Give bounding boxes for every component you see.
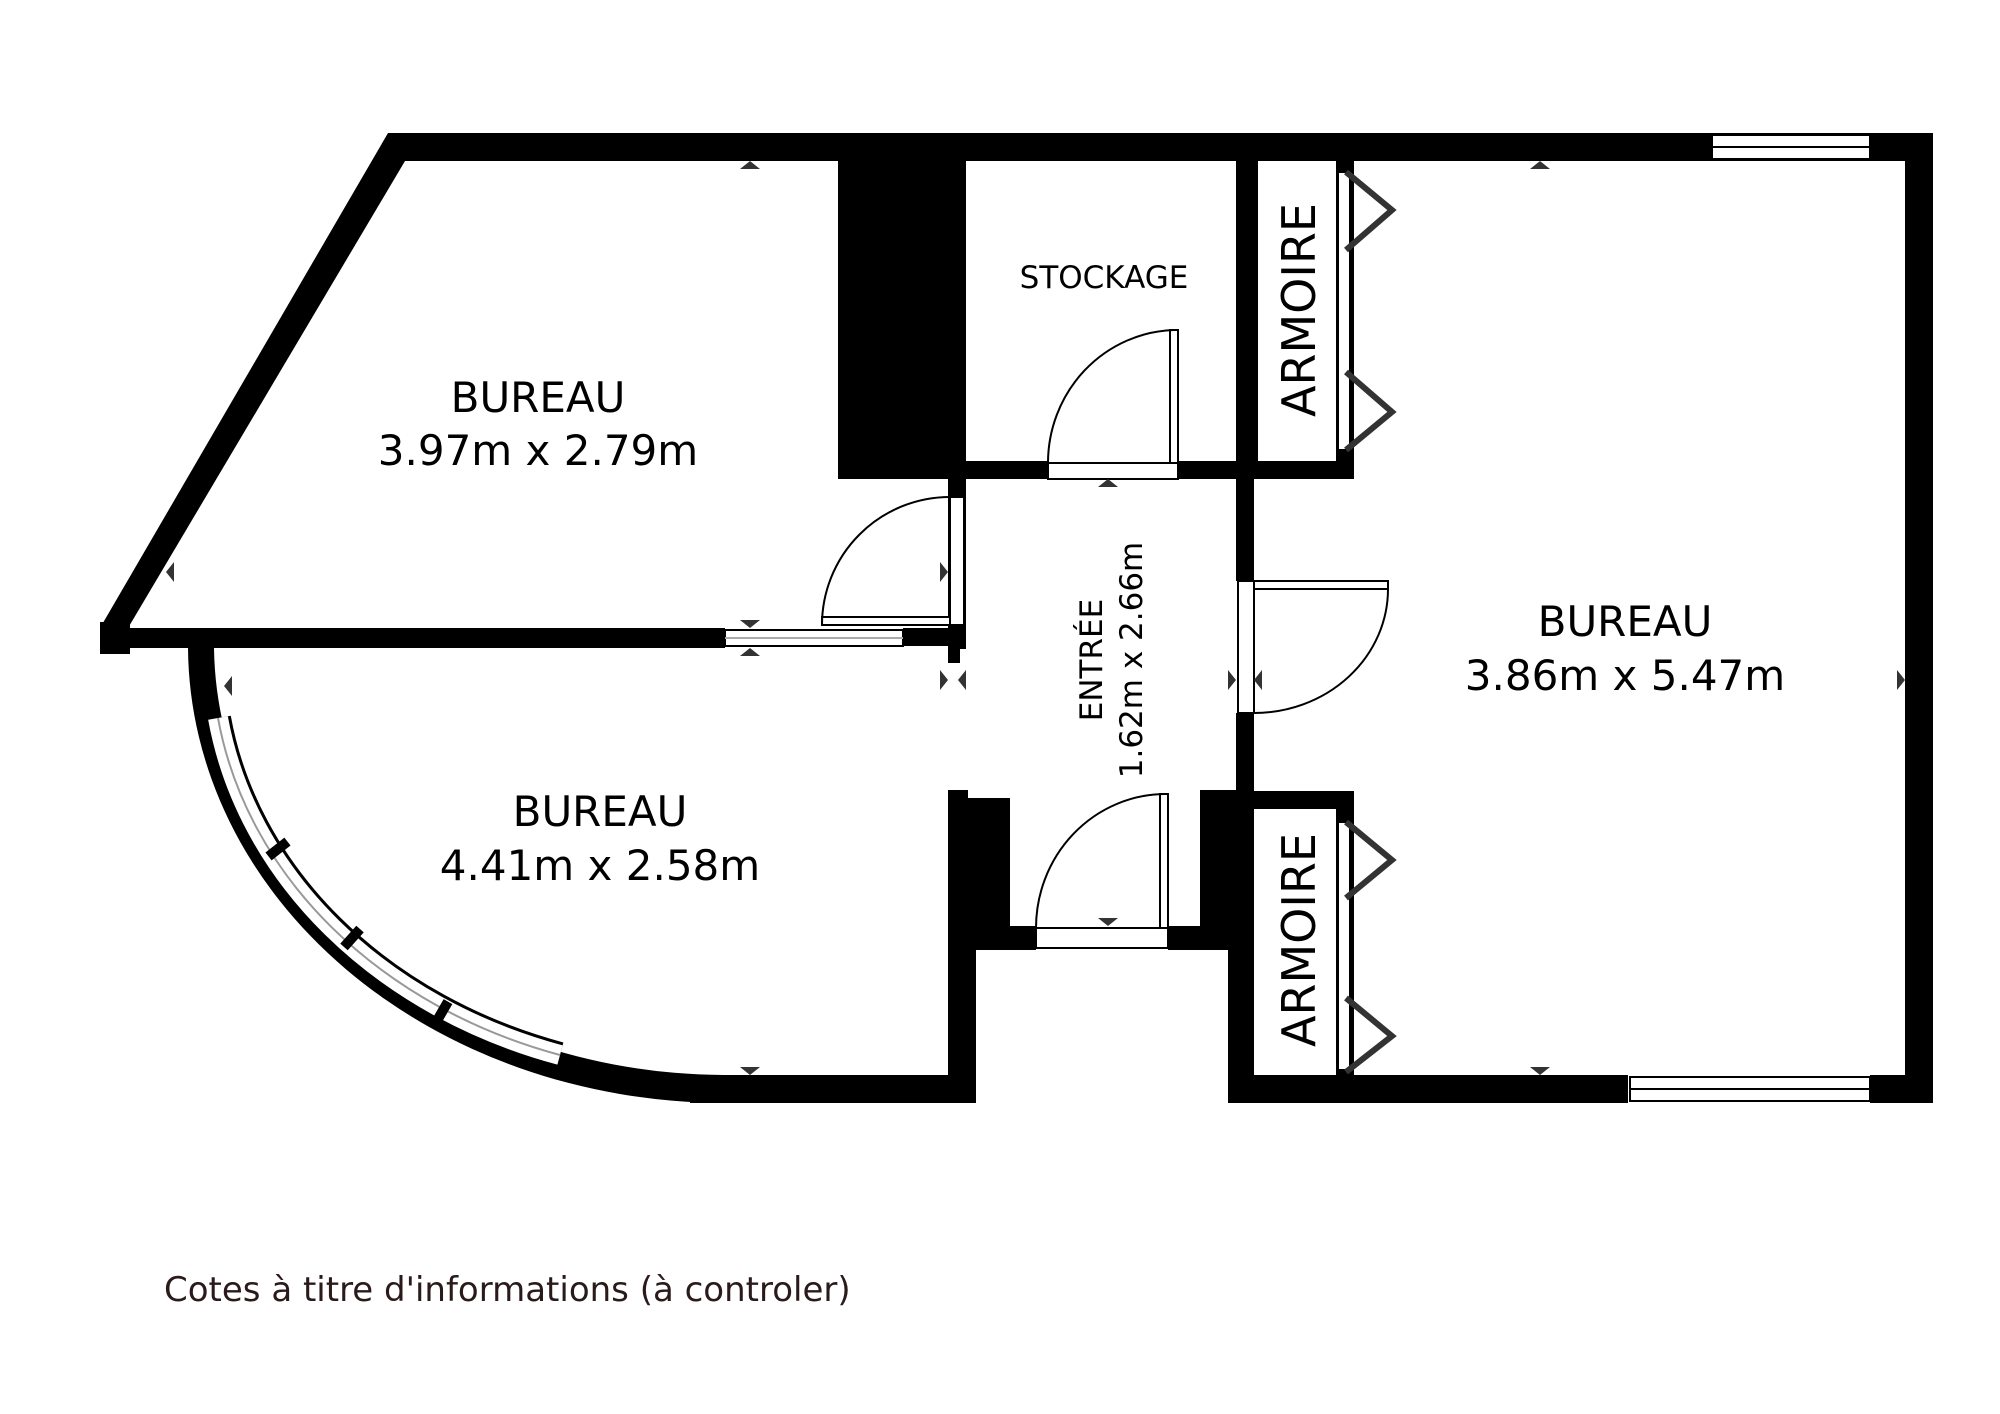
wall-bottom-right-end [1870,1075,1933,1103]
wall-entree-left-stub [948,645,960,663]
room-name-entree: ENTRÉE [1074,599,1110,721]
wall-armoire-bottom-top [1228,791,1354,809]
wall-entree-right-lower [1236,713,1254,791]
windows [205,134,1871,1102]
room-name-bureau-bottom-left: BUREAU [513,787,688,836]
room-name-bureau-top-left: BUREAU [451,373,626,422]
door-entree-bottom [1035,793,1169,949]
room-name-stockage: STOCKAGE [1020,260,1189,296]
door-office-top [821,496,965,626]
doors [821,329,1389,949]
wall-right [1905,133,1933,1103]
wall-entree-lower-left-2 [966,798,1010,950]
room-dims-entree: 1.62m x 2.66m [1114,542,1150,779]
room-name-armoire-top: ARMOIRE [1272,203,1326,417]
wall-top [388,133,1933,161]
wall-office-divider [100,628,725,648]
window-mullions [265,837,453,1025]
wall-armoire-top-bottom [1236,461,1354,479]
wall-stockage-left [948,161,966,479]
door-stockage [1047,329,1179,480]
room-name-armoire-bottom: ARMOIRE [1272,833,1326,1047]
labels: BUREAU 3.97m x 2.79m BUREAU 4.41m x 2.58… [378,203,1785,1047]
wall-entree-lower-right [1200,790,1236,950]
wall-bottom-left [690,1075,976,1103]
wall-stockage-bottom-right [1178,461,1240,479]
wall-entree-right-upper [1236,479,1254,581]
door-office-right [1237,580,1389,714]
dimension-markers [166,161,1905,1075]
wall-diagonal [100,133,405,628]
wall-bottom-left-return [948,926,976,1103]
disclaimer-note: Cotes à titre d'informations (à controle… [164,1270,851,1310]
room-dims-bureau-bottom-left: 4.41m x 2.58m [440,841,760,890]
room-name-bureau-right: BUREAU [1538,597,1713,646]
wall-armoire-top-left [1236,161,1258,479]
room-dims-bureau-right: 3.86m x 5.47m [1465,651,1785,700]
room-dims-bureau-top-left: 3.97m x 2.79m [378,426,698,475]
wardrobe-doors [1337,169,1397,1075]
wall-bottom-right [1228,1075,1628,1103]
wall-stockage-bottom-left [948,461,1048,479]
walls [100,133,1933,1103]
wall-chimney [838,161,966,479]
